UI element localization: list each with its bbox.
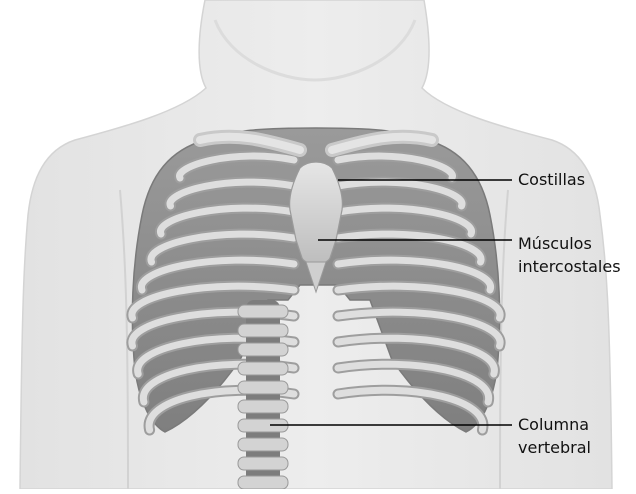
vertebra-4: [238, 362, 288, 375]
label-musculos-line2: intercostales: [518, 255, 621, 278]
label-musculos-line1: Músculos: [518, 232, 621, 255]
vertebra-10: [238, 476, 288, 489]
spine-illustration: [238, 300, 288, 489]
label-columna-line1: Columna: [518, 413, 591, 436]
vertebra-3: [238, 343, 288, 356]
vertebra-6: [238, 400, 288, 413]
label-costillas-text: Costillas: [518, 168, 585, 191]
label-musculos-intercostales: Músculos intercostales: [518, 232, 621, 278]
label-columna-line2: vertebral: [518, 436, 591, 459]
vertebra-1: [238, 305, 288, 318]
label-costillas: Costillas: [518, 168, 585, 191]
vertebra-5: [238, 381, 288, 394]
vertebra-8: [238, 438, 288, 451]
vertebra-2: [238, 324, 288, 337]
vertebra-9: [238, 457, 288, 470]
label-columna-vertebral: Columna vertebral: [518, 413, 591, 459]
